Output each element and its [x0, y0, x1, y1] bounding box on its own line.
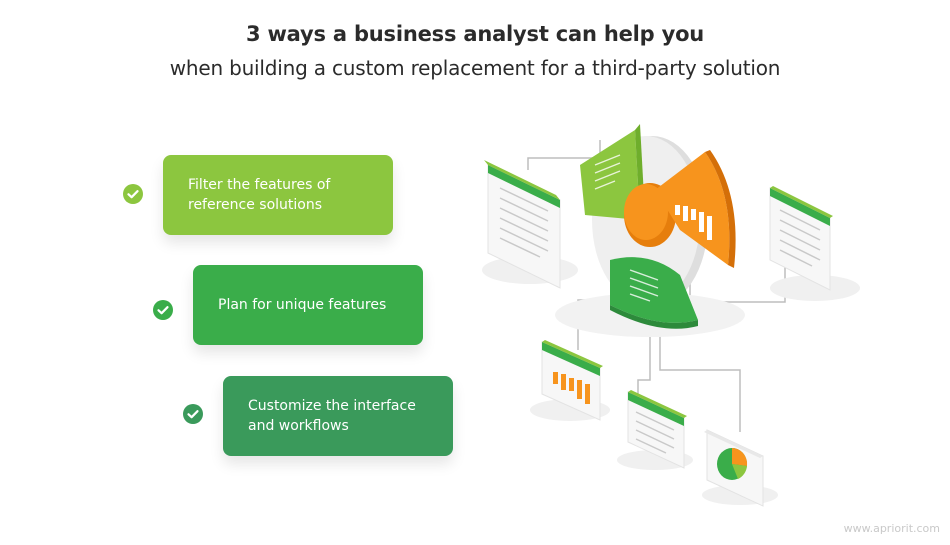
bar-chart-icon — [675, 205, 712, 240]
bar-chart-card — [530, 340, 610, 421]
document-icon — [769, 186, 860, 301]
check-circle-icon — [153, 300, 173, 320]
step-card-customize-interface: Customize the interface and workflows — [223, 376, 453, 456]
footer-url: www.apriorit.com — [843, 522, 940, 535]
step-card-plan-unique-features: Plan for unique features — [193, 265, 423, 345]
check-circle-icon — [183, 404, 203, 424]
page-subtitle: when building a custom replacement for a… — [169, 56, 781, 80]
pie-chart-icon — [717, 447, 748, 480]
step-label: Plan for unique features — [218, 297, 387, 313]
pie-chart-card — [702, 429, 778, 507]
step-card-filter-features: Filter the features of reference solutio… — [163, 155, 393, 235]
central-pie-chart — [555, 124, 745, 337]
step-label: Filter the features of reference solutio… — [188, 177, 331, 213]
isometric-illustration — [460, 110, 930, 514]
bar-chart-icon — [553, 372, 590, 404]
check-circle-icon — [123, 184, 143, 204]
document-icon — [617, 390, 693, 470]
document-icon — [482, 160, 578, 289]
page-title: 3 ways a business analyst can help you — [245, 22, 705, 46]
step-label: Customize the interface and workflows — [248, 398, 416, 434]
